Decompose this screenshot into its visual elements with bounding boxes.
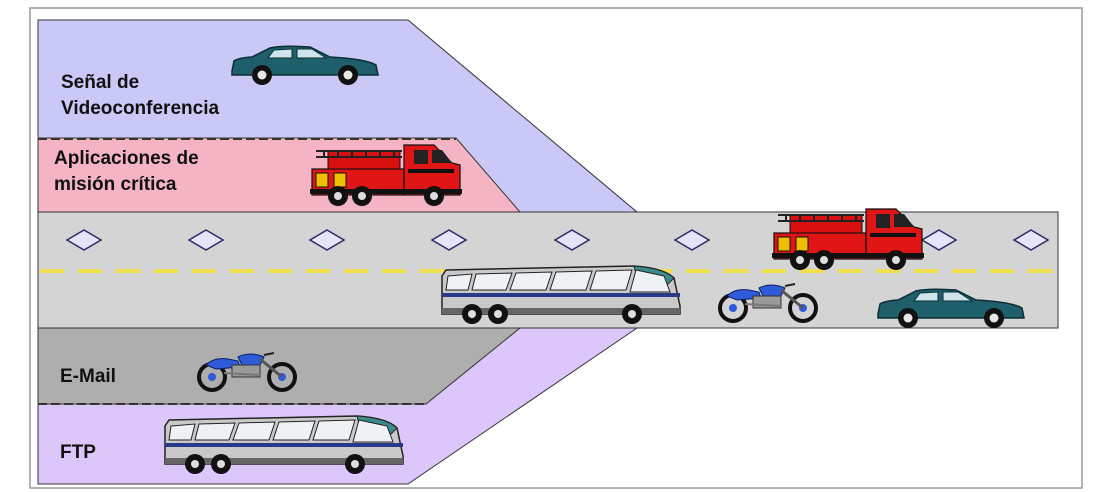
lane-label-ftp: FTP: [60, 440, 96, 466]
lane-label-videoconferencia: Señal de Videoconferencia: [61, 70, 219, 122]
lane-label-email: E-Mail: [60, 364, 116, 390]
lane-label-mision-critica: Aplicaciones de misión crítica: [54, 146, 199, 198]
